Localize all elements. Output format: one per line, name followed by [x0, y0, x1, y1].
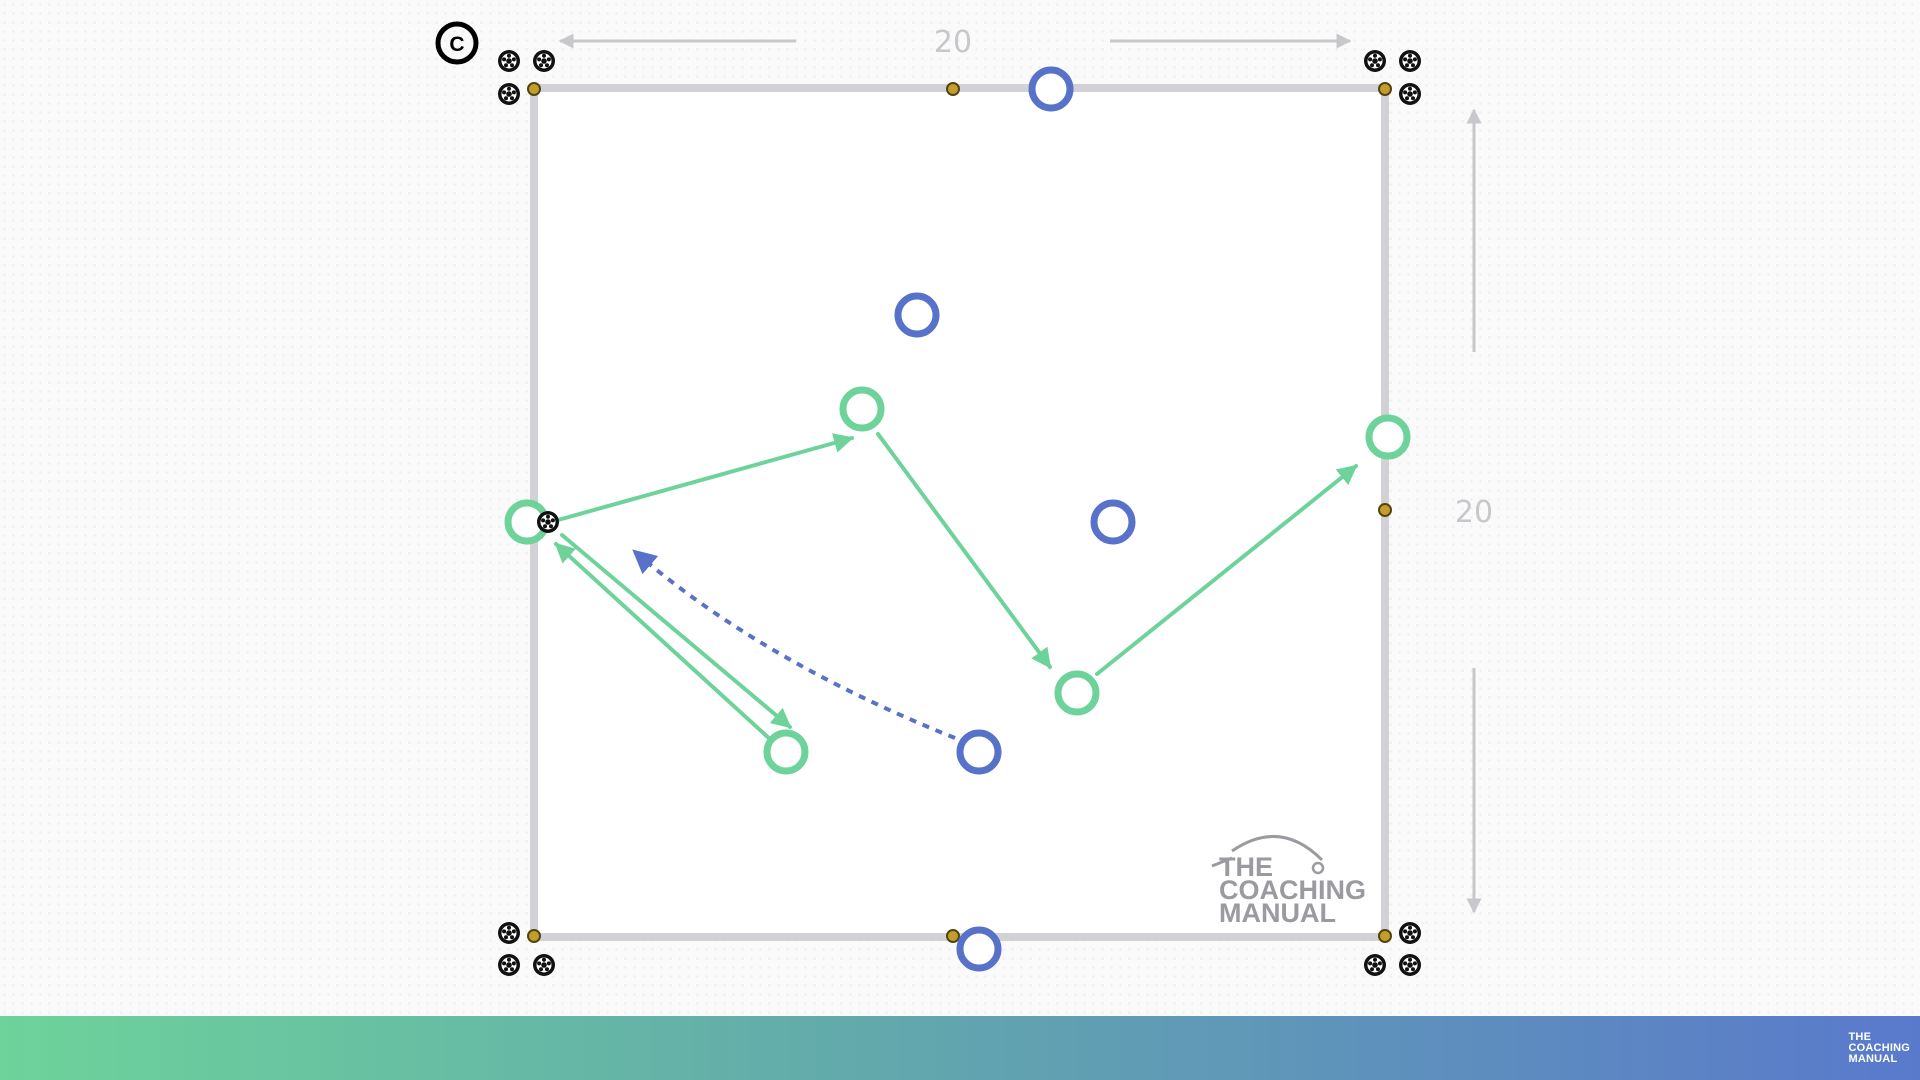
watermark-arrow-icon	[1231, 834, 1324, 862]
ball-in-play	[537, 511, 559, 533]
player-blue	[894, 292, 940, 338]
cone	[946, 82, 960, 96]
footer-logo-line1: THE	[1848, 1031, 1872, 1043]
pitch-svg: 20 20 C	[435, 21, 1493, 976]
cone	[1378, 929, 1392, 943]
watermark-line1: THE	[1219, 852, 1273, 882]
cone	[1378, 503, 1392, 517]
footer-logo-line2: COACHING	[1848, 1042, 1910, 1054]
player-green	[1054, 670, 1100, 716]
player-blue	[956, 729, 1002, 775]
pass-arrow	[1095, 464, 1358, 676]
player-green	[763, 729, 809, 775]
cone	[1378, 82, 1392, 96]
watermark-logo: THE COACHING MANUAL	[1211, 834, 1366, 928]
pressing-run-arrow	[632, 549, 956, 740]
watermark-ball-icon	[1311, 861, 1325, 875]
cones	[527, 82, 1392, 943]
watermark-line2: COACHING	[1219, 875, 1366, 905]
player-blue	[1090, 499, 1136, 545]
bottom-gradient-bar: THE COACHING MANUAL	[0, 1016, 1920, 1080]
dimension-label-right: 20	[1455, 495, 1493, 530]
player-green	[839, 386, 885, 432]
copyright-letter: C	[449, 33, 464, 56]
blue-team	[894, 66, 1136, 972]
watermark-line3: MANUAL	[1219, 898, 1336, 928]
footer-logo-line3: MANUAL	[1848, 1053, 1898, 1065]
pass-arrow	[876, 432, 1052, 669]
playing-area	[534, 88, 1385, 937]
cone	[527, 82, 541, 96]
player-blue	[1028, 66, 1074, 112]
training-diagram: 20 20 C	[435, 21, 1493, 976]
watermark-tick-icon	[1211, 856, 1233, 868]
pass-arrows	[554, 432, 1358, 742]
player-green	[1365, 414, 1411, 460]
copyright-icon	[435, 21, 479, 65]
footer-logo: THE COACHING MANUAL	[1849, 1032, 1911, 1065]
player-blue	[956, 926, 1002, 972]
pass-arrow	[554, 542, 773, 742]
pass-arrow	[556, 433, 854, 522]
dimension-label-top: 20	[934, 25, 972, 60]
pass-arrow	[560, 533, 792, 729]
green-team	[504, 386, 1411, 775]
cone	[527, 929, 541, 943]
cone	[946, 929, 960, 943]
